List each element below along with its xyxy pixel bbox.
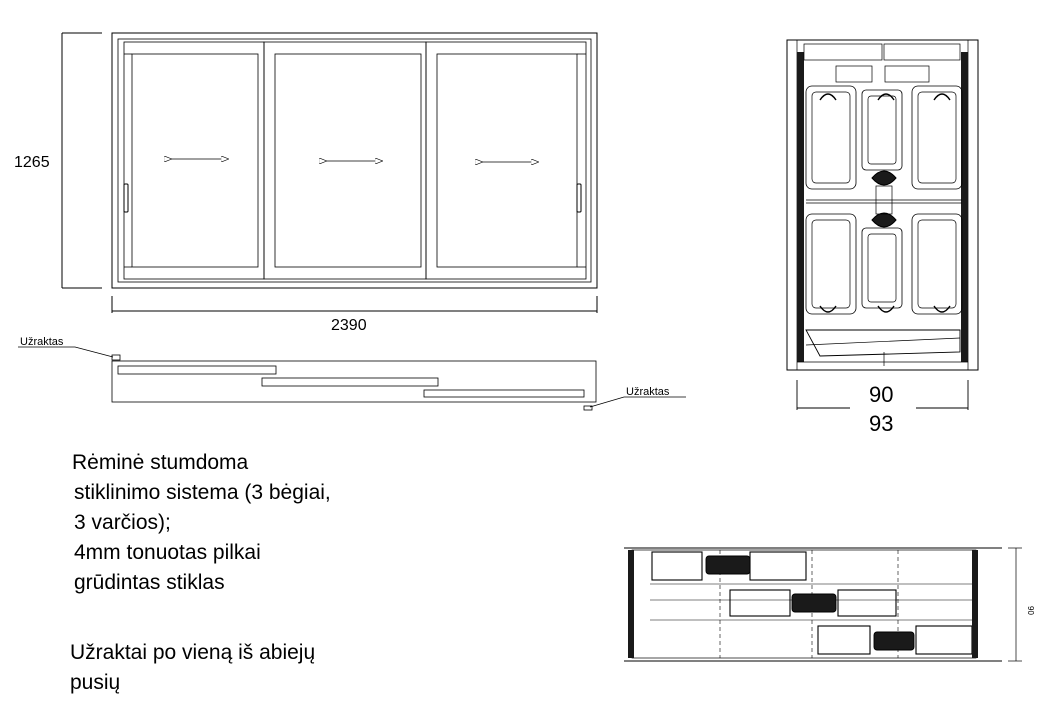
plan-sash-1 — [117, 365, 277, 375]
horizontal-section-dimension — [1008, 547, 1022, 662]
description-line: 3 varčios); — [74, 511, 171, 534]
lock-left-icon — [111, 354, 121, 361]
horizontal-section-label: 90 — [1026, 606, 1035, 615]
vertical-section — [786, 39, 979, 410]
description-line: Rėminė stumdoma — [72, 451, 249, 474]
sash-right — [425, 41, 587, 280]
description-line: grūdintas stiklas — [74, 571, 225, 594]
height-label: 1265 — [14, 154, 50, 171]
interlock-icon — [871, 170, 897, 228]
width-label: 2390 — [331, 317, 367, 334]
lock-right-leader — [589, 396, 686, 408]
horizontal-section — [624, 547, 1022, 662]
plan-sash-3 — [423, 389, 585, 398]
lock-right-icon — [583, 405, 593, 411]
front-elevation — [61, 32, 598, 313]
section-inner-width-label: 90 — [869, 382, 893, 407]
section-width-dimension — [796, 380, 969, 410]
description-line: 4mm tonuotas pilkai — [74, 541, 261, 564]
window-outer-frame — [111, 32, 598, 289]
lock-label-left: Užraktas — [20, 336, 64, 348]
system-description: Rėminė stumdoma stiklinimo sistema (3 bė… — [72, 448, 331, 598]
sash-middle — [263, 41, 427, 280]
section-outer-frame — [786, 39, 979, 371]
width-dimension-line — [111, 296, 598, 313]
lock-left-leader — [18, 346, 114, 358]
note-line: Užraktai po vieną iš abiejų — [70, 641, 316, 664]
sash-left — [123, 41, 265, 280]
plan-sash-2 — [261, 377, 439, 387]
description-line: stiklinimo sistema (3 bėgiai, — [74, 481, 331, 504]
plan-frame — [111, 360, 597, 403]
plan-view — [18, 346, 686, 411]
lock-label-right: Užraktas — [626, 386, 670, 398]
window-inner-frame — [117, 38, 592, 283]
note-line: pusių — [70, 671, 121, 694]
section-outer-width-label: 93 — [869, 411, 893, 436]
handle-left-icon — [123, 183, 129, 213]
height-dimension-line — [61, 32, 102, 289]
lock-note: Užraktai po vieną iš abiejų pusių — [70, 638, 315, 698]
handle-right-icon — [576, 183, 582, 213]
